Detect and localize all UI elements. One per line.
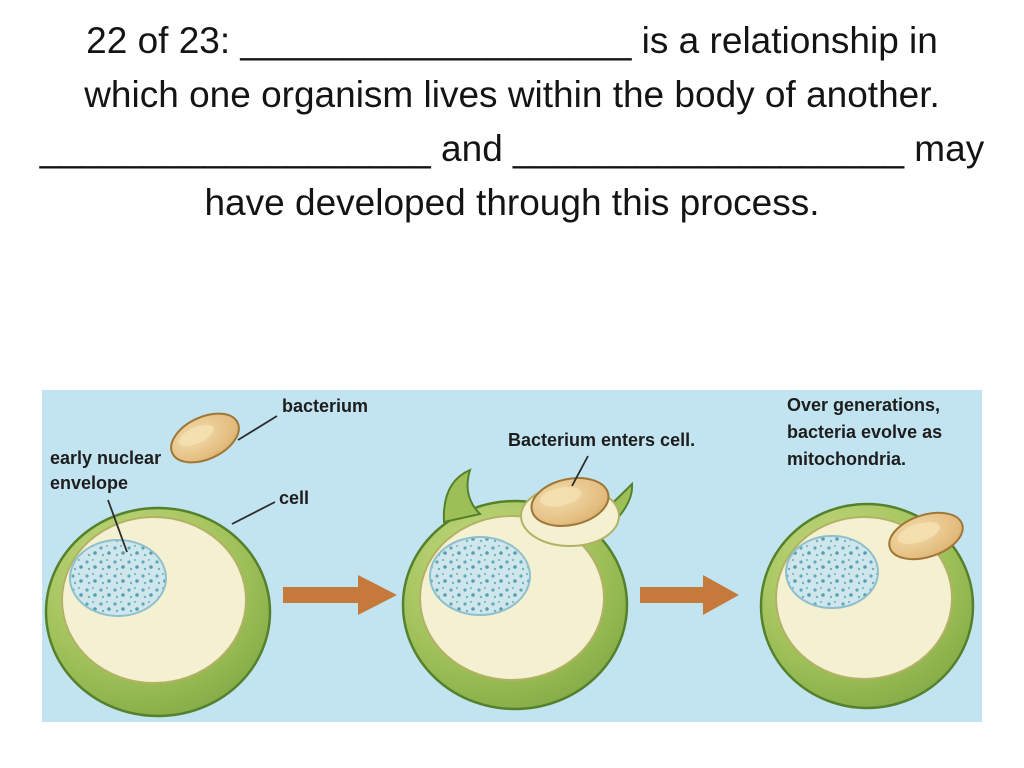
question-line: which one organism lives within the body… bbox=[84, 74, 940, 115]
label-line: mitochondria. bbox=[787, 449, 907, 469]
cell-2 bbox=[401, 468, 634, 711]
label-over-generations: Over generations, bacteria evolve as mit… bbox=[787, 392, 942, 473]
pointer-bacterium-enters bbox=[571, 455, 589, 487]
cell-3 bbox=[759, 502, 975, 710]
bacterium-icon-1 bbox=[170, 412, 240, 464]
arrow-2 bbox=[640, 575, 739, 615]
question-line: ___________________ and ________________… bbox=[39, 128, 985, 169]
label-line: envelope bbox=[50, 473, 129, 493]
label-bacterium: bacterium bbox=[282, 396, 369, 416]
bacterium-icon-2 bbox=[530, 477, 610, 527]
label-line: Over generations, bbox=[787, 395, 941, 415]
label-bacterium-enters: Bacterium enters cell. bbox=[508, 430, 696, 450]
nucleus-2 bbox=[429, 536, 531, 616]
label-early-nuclear-envelope: early nuclear envelope bbox=[50, 446, 161, 496]
pointer-bacterium bbox=[237, 415, 278, 441]
mitochondrion-icon bbox=[888, 511, 964, 561]
label-line: bacteria evolve as bbox=[787, 422, 943, 442]
question-text: 22 of 23: ___________________ is a relat… bbox=[0, 14, 1024, 230]
endosymbiosis-figure: bacterium early nuclear envelope cell Ba… bbox=[42, 390, 982, 722]
question-line: 22 of 23: ___________________ is a relat… bbox=[86, 20, 938, 61]
nucleus-1 bbox=[69, 539, 167, 617]
arrow-1 bbox=[283, 575, 397, 615]
pointer-early-nuclear-envelope bbox=[107, 499, 128, 553]
label-line: early nuclear bbox=[50, 448, 162, 468]
question-line: have developed through this process. bbox=[204, 182, 820, 223]
endosymbiosis-diagram bbox=[44, 412, 975, 718]
cell-1 bbox=[44, 506, 272, 718]
nucleus-3 bbox=[785, 535, 879, 609]
label-cell: cell bbox=[279, 488, 310, 508]
pointer-cell bbox=[231, 501, 276, 525]
cell-2-horn-left bbox=[442, 468, 482, 524]
